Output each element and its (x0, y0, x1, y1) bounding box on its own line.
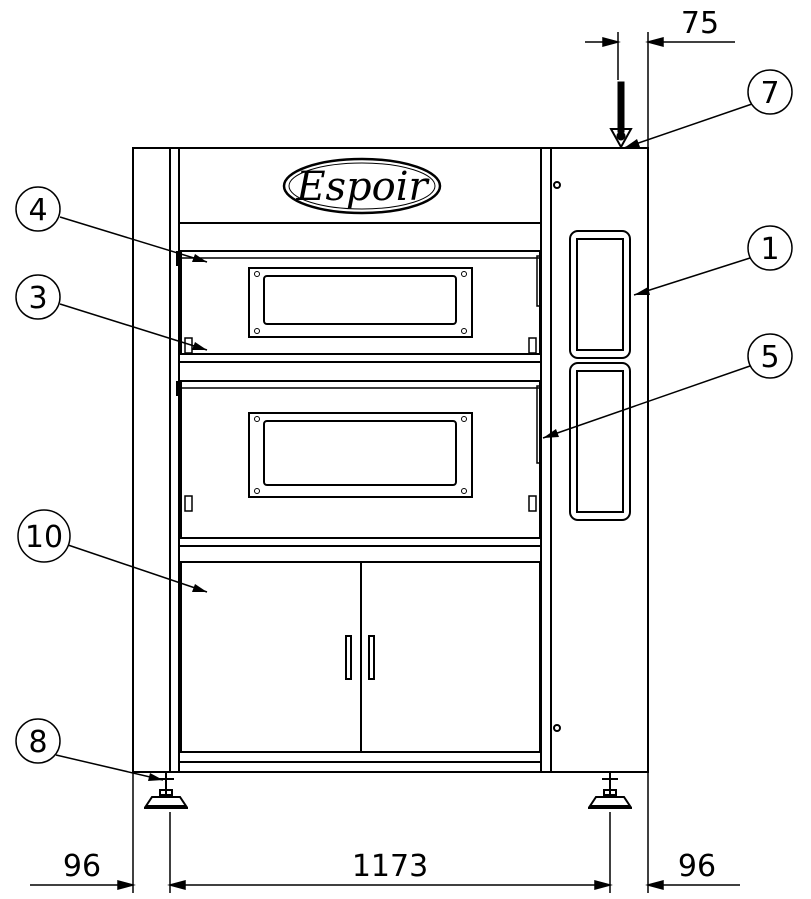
bottom-dimensions: 96 1173 96 (30, 772, 740, 893)
callout-8: 8 (15, 718, 164, 781)
callout-label: 4 (28, 193, 47, 228)
callout-label: 8 (28, 725, 47, 760)
control-panel (553, 181, 631, 732)
dimension-right-margin: 96 (678, 849, 716, 884)
upper-oven-deck (176, 250, 542, 355)
callout-3: 3 (15, 274, 208, 351)
callout-10: 10 (17, 509, 208, 593)
lower-oven-deck (176, 361, 542, 547)
callout-7: 7 (623, 69, 793, 149)
brand-logo: Espoir (282, 157, 442, 215)
callout-label: 7 (760, 76, 779, 111)
dimension-inner-width: 1173 (352, 849, 428, 884)
top-dimension: 75 (585, 6, 735, 148)
callout-label: 1 (760, 232, 779, 267)
brand-name: Espoir (295, 164, 430, 210)
leveling-feet (144, 772, 632, 809)
base-cabinet (179, 561, 541, 763)
callout-label: 5 (760, 340, 779, 375)
exhaust-pipe-marker (609, 81, 633, 150)
dimension-top-offset: 75 (681, 6, 719, 41)
callout-label: 3 (28, 281, 47, 316)
callout-1: 1 (633, 225, 793, 296)
dimension-left-margin: 96 (63, 849, 101, 884)
callout-5: 5 (542, 333, 793, 439)
callout-label: 10 (25, 520, 63, 555)
callout-4: 4 (15, 186, 208, 263)
